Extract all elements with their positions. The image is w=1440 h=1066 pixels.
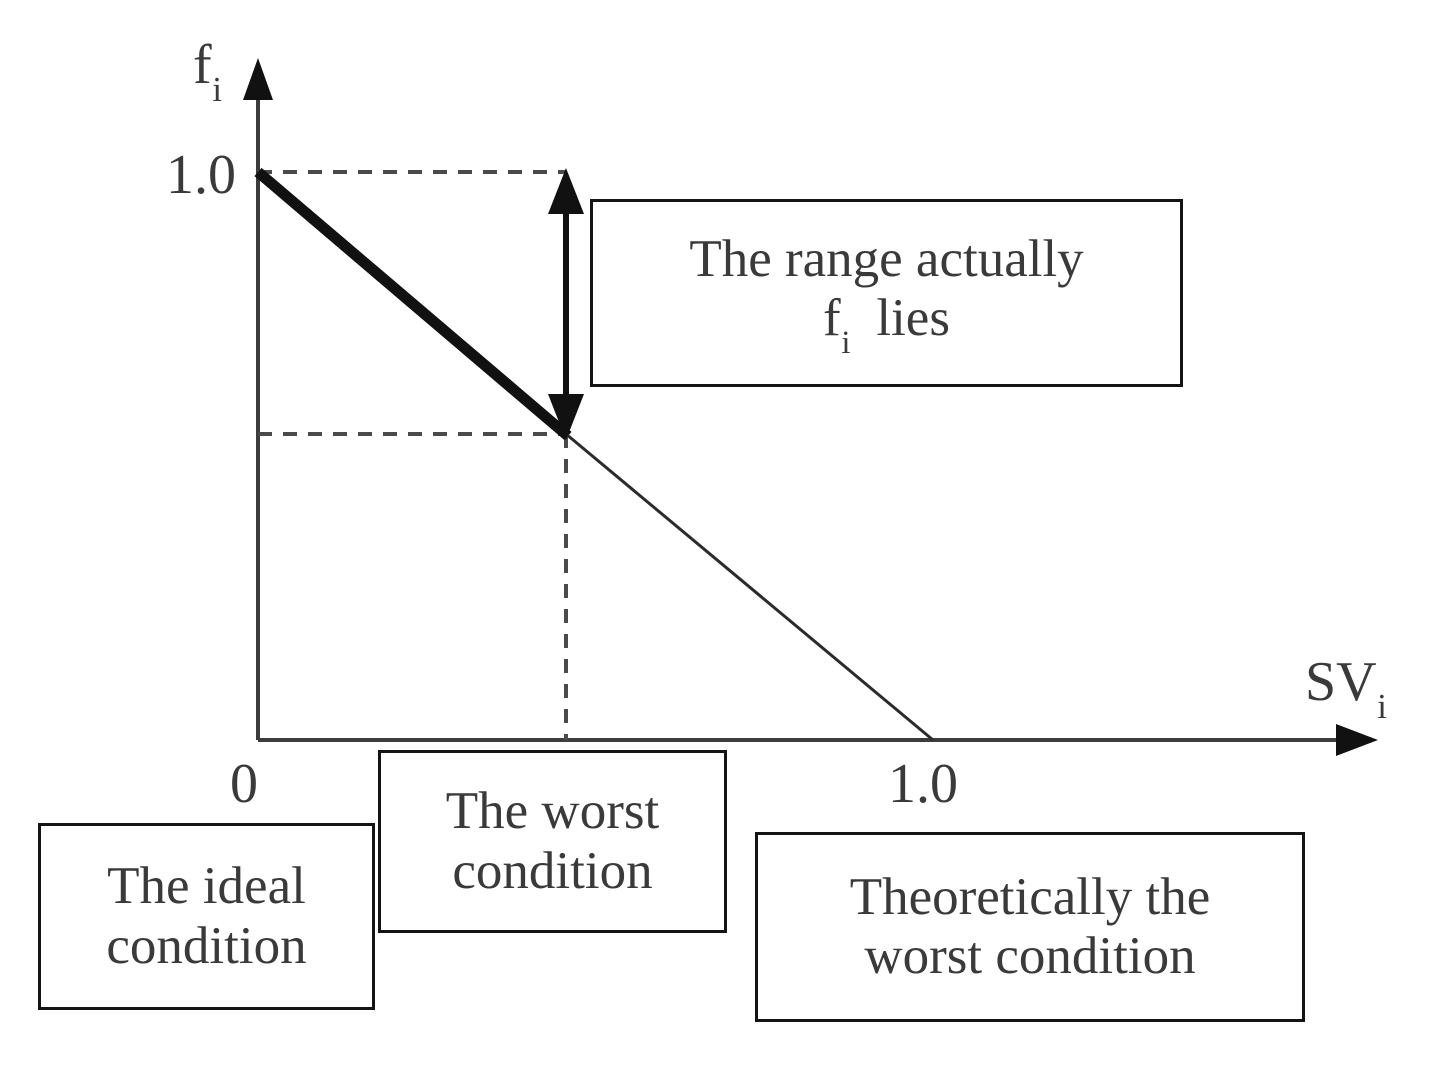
x-axis-label-subscript: i	[1377, 687, 1387, 727]
range-double-arrow-head-up	[548, 168, 584, 214]
x-axis-label-base: SV	[1305, 651, 1377, 713]
callout-theoretical-worst-condition: Theoretically the worst condition	[755, 832, 1305, 1022]
callout-range-actually: The range actually fi lies	[590, 199, 1183, 387]
callout-ideal-condition: The ideal condition	[38, 823, 375, 1010]
callout-worst-condition: The worst condition	[378, 750, 727, 933]
callout-range-symbol-subscript: i	[841, 324, 851, 361]
callout-ideal-line-1: The ideal	[107, 857, 306, 916]
x-axis-label: SVi	[1305, 650, 1387, 726]
callout-ideal-line-2: condition	[106, 916, 307, 975]
callout-theoretical-line-2: worst condition	[864, 927, 1196, 985]
callout-range-line-2: fi lies	[823, 289, 950, 361]
callout-range-line-2-rest: lies	[876, 289, 950, 348]
y-axis-label: fi	[193, 33, 222, 109]
x-tick-label-one: 1.0	[888, 753, 958, 815]
callout-worst-line-2: condition	[452, 841, 653, 900]
range-double-arrow-head-down	[548, 394, 584, 440]
theoretical-extension	[565, 432, 934, 742]
actual-range-segment	[254, 167, 572, 441]
y-tick-label-one: 1.0	[166, 144, 236, 206]
callout-range-symbol-base: f	[823, 289, 841, 348]
x-tick-label-zero: 0	[230, 753, 258, 815]
callout-theoretical-line-1: Theoretically the	[849, 867, 1211, 926]
y-axis-label-subscript: i	[212, 70, 222, 110]
callout-worst-line-1: The worst	[445, 782, 660, 841]
y-axis-arrowhead	[243, 58, 273, 100]
x-axis-arrowhead	[1336, 724, 1378, 756]
y-axis-label-base: f	[193, 34, 212, 96]
callout-range-line-1: The range actually	[689, 230, 1084, 289]
